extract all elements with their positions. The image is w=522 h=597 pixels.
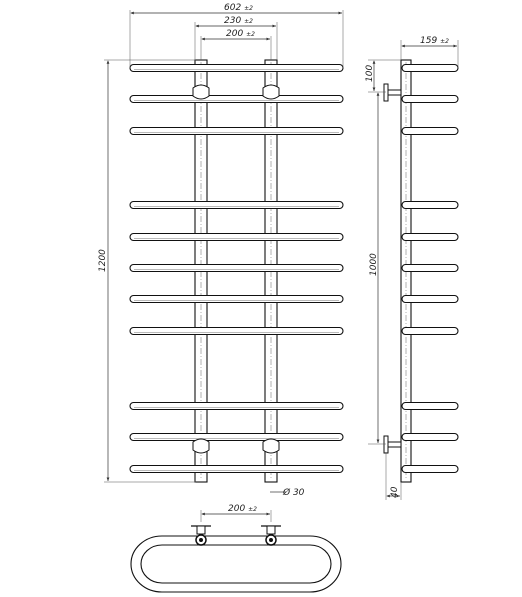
front-top-mounts <box>192 84 280 100</box>
front-view: 602 ±2 230 ±2 200 ±2 1200 Ø 30 <box>98 3 344 498</box>
side-bar-3 <box>401 126 459 136</box>
bottom-loop-outer <box>130 535 342 593</box>
front-bar-6 <box>129 263 344 273</box>
front-bar-9 <box>129 401 344 411</box>
side-bar-10 <box>401 432 459 442</box>
front-bar-5 <box>129 232 344 242</box>
bottom-view: 200 ±2 <box>130 504 342 593</box>
dim-post-center: 200 ±2 <box>226 29 255 39</box>
front-bar-10 <box>129 432 344 442</box>
front-bar-7 <box>129 294 344 304</box>
dim-wall-gap: 40 <box>390 486 400 498</box>
front-bar-8 <box>129 326 344 336</box>
side-bar-1 <box>401 63 459 73</box>
dim-total-height: 1200 <box>98 249 108 272</box>
dim-bottom-center: 200 ±2 <box>228 504 257 514</box>
front-bottom-mounts <box>192 438 280 454</box>
bottom-left-connector <box>191 525 211 546</box>
bottom-loop-inner <box>140 544 332 584</box>
dim-post-outer: 230 ±2 <box>224 16 253 26</box>
front-bar-11 <box>129 464 344 474</box>
side-bar-5 <box>401 232 459 242</box>
side-bar-7 <box>401 294 459 304</box>
side-bar-9 <box>401 401 459 411</box>
front-bar-1 <box>129 63 344 73</box>
side-top-mount <box>383 83 402 102</box>
bottom-right-connector <box>261 525 281 546</box>
dim-mount-spacing: 1000 <box>369 253 379 276</box>
side-bar-8 <box>401 326 459 336</box>
side-view: 159 ±2 100 1000 40 <box>365 36 459 500</box>
side-bottom-mount <box>383 435 402 454</box>
front-bar-3 <box>129 126 344 136</box>
side-bar-6 <box>401 263 459 273</box>
front-bar-2 <box>129 94 344 104</box>
side-bar-4 <box>401 200 459 210</box>
dim-total-width: 602 ±2 <box>224 3 253 13</box>
side-bar-2 <box>401 94 459 104</box>
front-bar-4 <box>129 200 344 210</box>
dim-top-offset: 100 <box>365 65 375 82</box>
dim-depth: 159 ±2 <box>420 36 449 46</box>
front-bars <box>129 63 344 474</box>
dim-pipe-diameter: Ø 30 <box>282 487 305 498</box>
side-bar-11 <box>401 464 459 474</box>
side-bars <box>401 63 459 474</box>
